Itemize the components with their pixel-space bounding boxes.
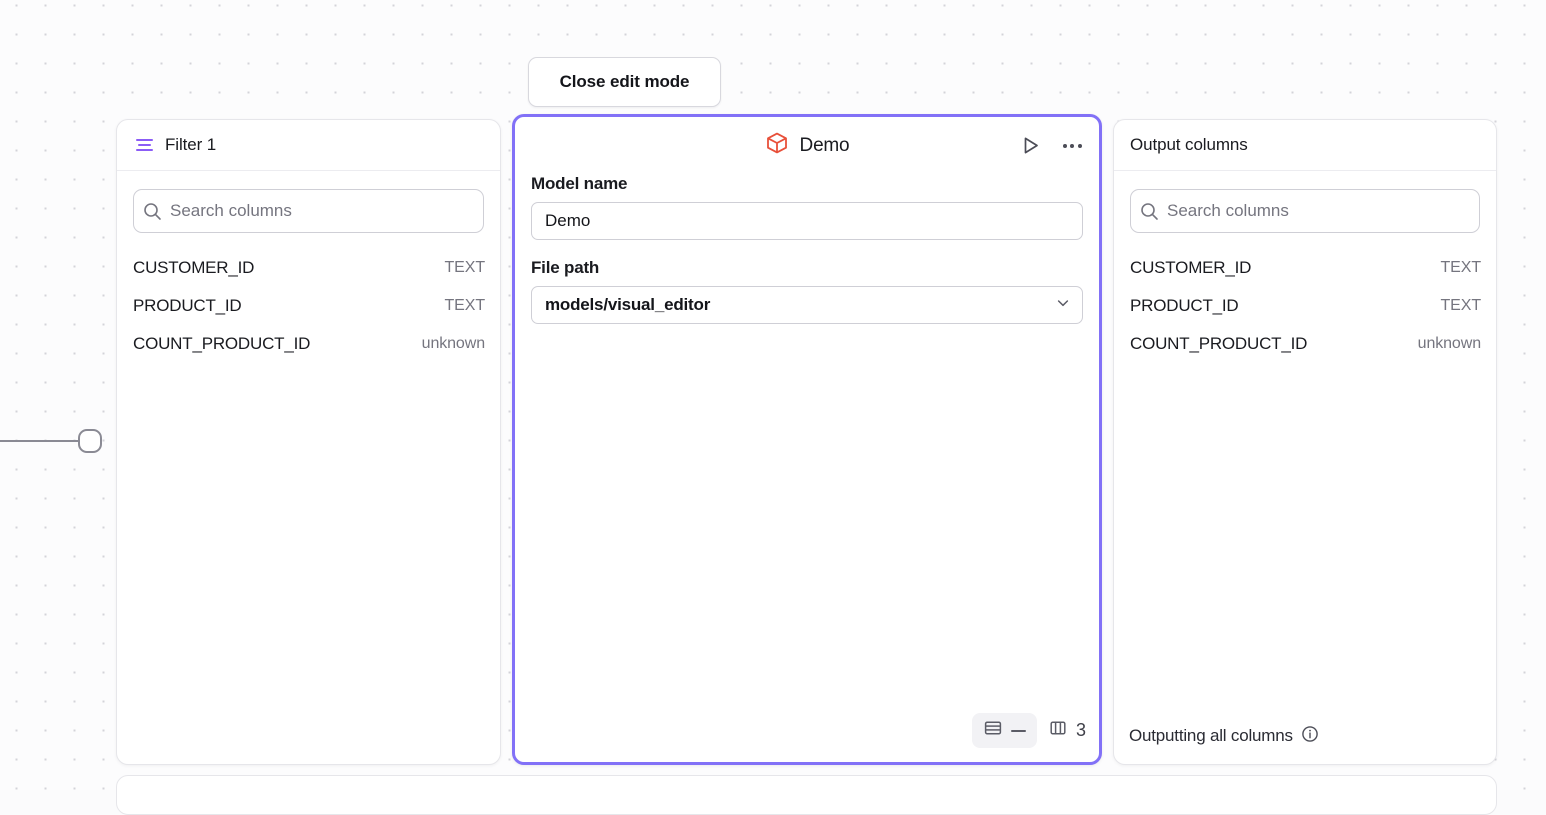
column-name: COUNT_PRODUCT_ID [1130, 334, 1308, 353]
column-type: unknown [421, 335, 485, 352]
table-row[interactable]: COUNT_PRODUCT_ID unknown [117, 325, 500, 363]
chevron-down-icon [1055, 295, 1071, 316]
output-column-list: CUSTOMER_ID TEXT PRODUCT_ID TEXT COUNT_P… [1114, 249, 1496, 363]
model-panel-header: Demo [515, 117, 1099, 174]
more-horizontal-icon[interactable] [1058, 132, 1086, 160]
filter-panel[interactable]: Filter 1 CUSTOMER_ID TEXT PRODUCT_ID TEX… [116, 119, 501, 765]
info-icon[interactable] [1301, 725, 1319, 748]
table-row[interactable]: CUSTOMER_ID TEXT [1114, 249, 1496, 287]
row-count-value [1010, 729, 1026, 732]
output-panel-title: Output columns [1130, 135, 1248, 154]
play-icon[interactable] [1016, 132, 1044, 160]
column-type: TEXT [444, 297, 486, 314]
column-name: COUNT_PRODUCT_ID [133, 334, 311, 353]
output-search-input[interactable] [1167, 201, 1479, 221]
column-count-value: 3 [1075, 720, 1086, 740]
model-panel[interactable]: Demo Model name File path models/visual_… [512, 114, 1102, 765]
rows-icon [983, 718, 1003, 743]
output-panel-footer: Outputting all columns [1114, 708, 1496, 764]
column-type: TEXT [1440, 297, 1482, 314]
column-name: CUSTOMER_ID [133, 258, 255, 277]
bottom-partial-panel[interactable] [116, 775, 1497, 815]
model-title-group: Demo [765, 131, 850, 160]
column-type: TEXT [444, 259, 486, 276]
model-form: Model name File path models/visual_edito… [515, 174, 1099, 324]
output-columns-panel[interactable]: Output columns CUSTOMER_ID TEXT PRODUCT_… [1113, 119, 1497, 765]
edge-connector-line [0, 440, 84, 442]
column-type: unknown [1417, 335, 1481, 352]
column-name: PRODUCT_ID [133, 296, 242, 315]
filter-panel-header: Filter 1 [117, 120, 500, 171]
filter-icon [133, 134, 155, 156]
model-panel-title: Demo [799, 134, 850, 156]
columns-icon [1048, 718, 1068, 743]
edge-connector-handle[interactable] [78, 429, 102, 453]
table-row[interactable]: PRODUCT_ID TEXT [117, 287, 500, 325]
filter-search-box[interactable] [133, 189, 484, 233]
file-path-value: models/visual_editor [545, 295, 711, 314]
filter-panel-title: Filter 1 [165, 135, 217, 154]
model-stats-toolbar: 3 [971, 713, 1086, 748]
row-count-control[interactable] [971, 713, 1037, 748]
column-count-control[interactable]: 3 [1048, 718, 1086, 743]
output-search-box[interactable] [1130, 189, 1480, 233]
model-name-label: Model name [531, 174, 628, 193]
column-name: PRODUCT_ID [1130, 296, 1239, 315]
file-path-label: File path [531, 258, 600, 277]
table-row[interactable]: PRODUCT_ID TEXT [1114, 287, 1496, 325]
output-panel-header: Output columns [1114, 120, 1496, 171]
model-name-input[interactable] [531, 202, 1083, 240]
search-icon [134, 202, 170, 221]
model-panel-actions [1016, 117, 1086, 174]
column-type: TEXT [1440, 259, 1482, 276]
column-name: CUSTOMER_ID [1130, 258, 1252, 277]
table-row[interactable]: CUSTOMER_ID TEXT [117, 249, 500, 287]
file-path-select[interactable]: models/visual_editor [531, 286, 1083, 324]
filter-column-list: CUSTOMER_ID TEXT PRODUCT_ID TEXT COUNT_P… [117, 249, 500, 363]
search-icon [1131, 202, 1167, 221]
cube-icon [765, 131, 789, 160]
table-row[interactable]: COUNT_PRODUCT_ID unknown [1114, 325, 1496, 363]
output-status-text: Outputting all columns [1129, 726, 1293, 745]
close-edit-mode-button[interactable]: Close edit mode [528, 57, 721, 107]
filter-search-input[interactable] [170, 201, 483, 221]
